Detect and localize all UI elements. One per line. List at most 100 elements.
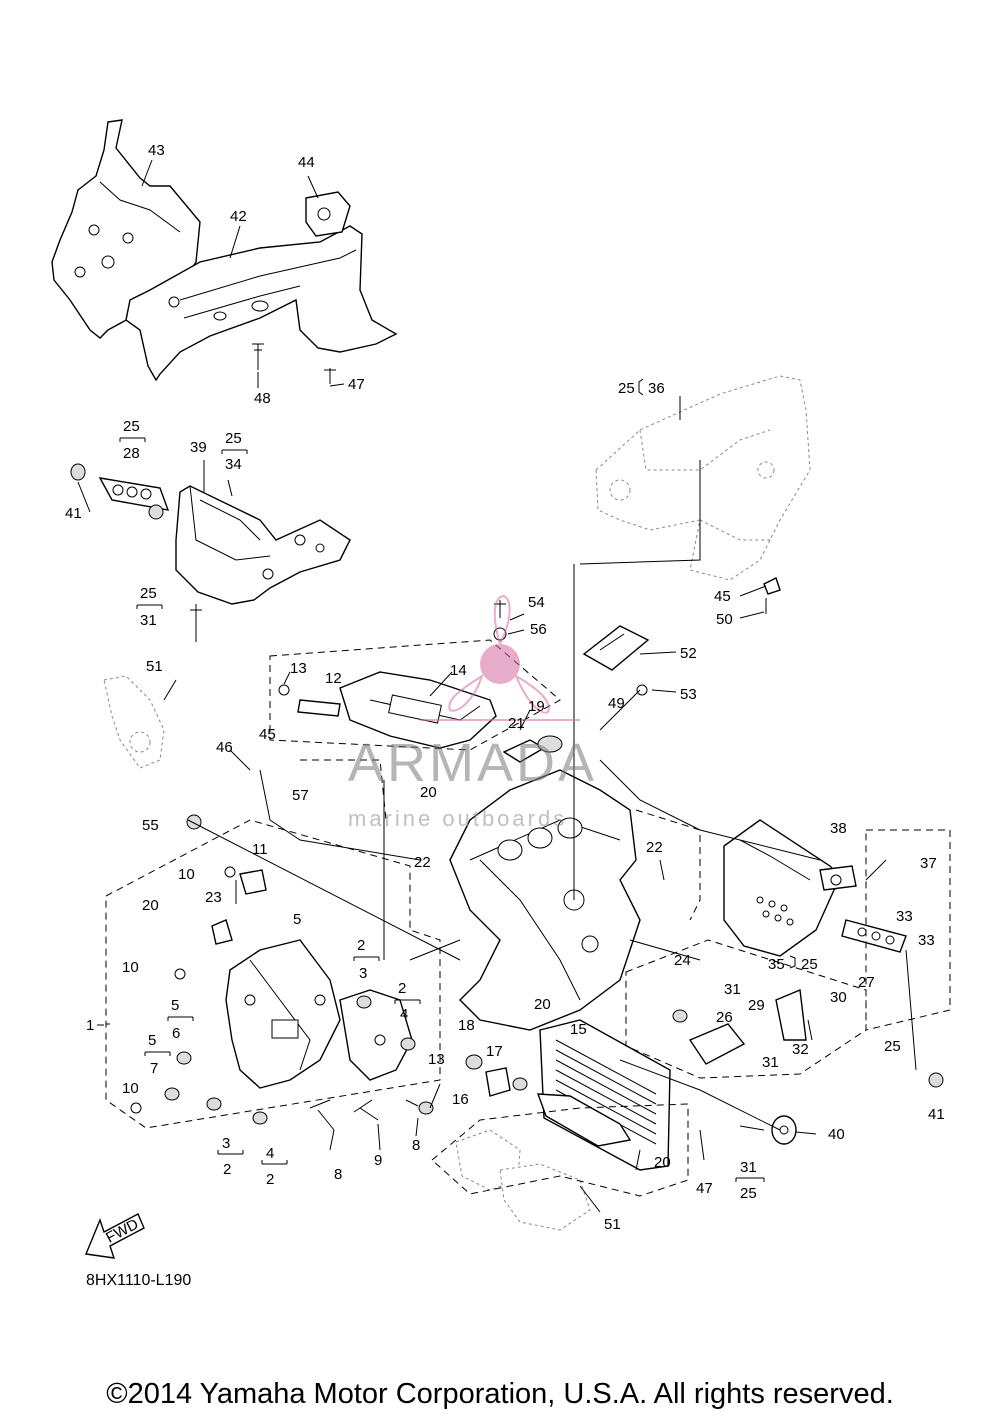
- chassis-reference-ghost: [595, 375, 811, 614]
- callout: 37: [920, 855, 937, 872]
- callout: 31: [762, 1054, 779, 1071]
- callout: 51: [604, 1216, 621, 1233]
- callout: 22: [646, 839, 663, 856]
- callout: 49: [608, 695, 625, 712]
- callout: 51: [146, 658, 163, 675]
- callout: 9: [374, 1152, 382, 1169]
- callout: 28: [123, 445, 140, 462]
- callout: 26: [716, 1009, 733, 1026]
- side-bracket-ghost: [103, 675, 177, 769]
- callout: 20: [142, 897, 159, 914]
- callout: 34: [225, 456, 242, 473]
- callout: 44: [298, 154, 315, 171]
- heat-exchanger: [465, 1019, 797, 1171]
- fwd-label: FWD: [103, 1216, 141, 1247]
- callout: 25: [801, 956, 818, 973]
- rear-skid-plate: [723, 819, 944, 1088]
- callout: 5: [171, 997, 179, 1014]
- callout-labels: 43 44 42 48 47 25 36 25 28 39 25 34 41 2…: [65, 142, 945, 1233]
- callout: 27: [858, 974, 875, 991]
- callout: 31: [724, 981, 741, 998]
- callout: 18: [458, 1017, 475, 1034]
- callout: 46: [216, 739, 233, 756]
- callout: 21: [508, 715, 525, 732]
- callout: 20: [534, 996, 551, 1013]
- callout: 53: [680, 686, 697, 703]
- callout: 10: [122, 959, 139, 976]
- callout: 25: [618, 380, 635, 397]
- callout: 2: [357, 937, 365, 954]
- callout: 17: [486, 1043, 503, 1060]
- callout: 14: [450, 662, 467, 679]
- leader-lines: [77, 159, 917, 1213]
- callout: 33: [918, 932, 935, 949]
- callout: 24: [674, 952, 691, 969]
- callout: 52: [680, 645, 697, 662]
- upper-plate-assembly: [278, 600, 650, 749]
- callout: 25: [225, 430, 242, 447]
- callout: 50: [716, 611, 733, 628]
- front-suspension-frame: [130, 814, 434, 1131]
- forward-direction-arrow: FWD: [85, 1213, 145, 1259]
- drawing-code: 8HX1110-L190: [86, 1272, 192, 1289]
- callout: 5: [148, 1032, 156, 1049]
- callout: 22: [414, 854, 431, 871]
- callout: 47: [348, 376, 365, 393]
- callout: 48: [254, 390, 271, 407]
- callout: 54: [528, 594, 545, 611]
- callout: 8: [412, 1137, 420, 1154]
- callout: 42: [230, 208, 247, 225]
- callout: 43: [148, 142, 165, 159]
- callout: 30: [830, 989, 847, 1006]
- callout: 3: [222, 1135, 230, 1152]
- callout: 2: [223, 1161, 231, 1178]
- callout: 35: [768, 956, 785, 973]
- callout: 56: [530, 621, 547, 638]
- callout: 19: [528, 698, 545, 715]
- callout: 8: [334, 1166, 342, 1183]
- callout: 13: [290, 660, 307, 677]
- callout: 11: [252, 841, 268, 858]
- callout: 40: [828, 1126, 845, 1143]
- callout: 33: [896, 908, 913, 925]
- watermark-title: ARMADA: [348, 733, 598, 793]
- copyright-notice: ©2014 Yamaha Motor Corporation, U.S.A. A…: [106, 1378, 894, 1410]
- callout: 25: [123, 418, 140, 435]
- callout: 1: [86, 1017, 94, 1034]
- callout: 39: [190, 439, 207, 456]
- callout: 41: [928, 1106, 945, 1123]
- callout: 41: [65, 505, 82, 522]
- front-frame-assembly: [51, 119, 398, 384]
- callout: 10: [178, 866, 195, 883]
- callout: 31: [740, 1159, 757, 1176]
- callout: 13: [428, 1051, 445, 1068]
- callout: 29: [748, 997, 765, 1014]
- callout: 2: [266, 1171, 274, 1188]
- watermark-propeller-logo: [420, 594, 580, 721]
- lower-bracket-ghost: [455, 1129, 591, 1231]
- callout: 6: [172, 1025, 180, 1042]
- callout: 55: [142, 817, 159, 834]
- callout: 45: [259, 726, 276, 743]
- callout: 38: [830, 820, 847, 837]
- small-brackets: [672, 988, 813, 1065]
- callout: 3: [359, 965, 367, 982]
- callout: 36: [648, 380, 665, 397]
- callout: 31: [140, 612, 157, 629]
- callout: 15: [570, 1021, 587, 1038]
- callout: 7: [150, 1060, 158, 1077]
- callout: 32: [792, 1041, 809, 1058]
- callout: 20: [654, 1154, 671, 1171]
- callout: 57: [292, 787, 309, 804]
- callout: 23: [205, 889, 222, 906]
- callout: 45: [714, 588, 731, 605]
- callout: 10: [122, 1080, 139, 1097]
- callout: 5: [293, 911, 301, 928]
- watermark-subtitle: marine outboards: [348, 806, 568, 831]
- callout: 2: [398, 980, 406, 997]
- skid-plate-assembly: [70, 463, 351, 642]
- assembly-group-outlines: [105, 639, 951, 1197]
- callout: 47: [696, 1180, 713, 1197]
- callout: 25: [740, 1185, 757, 1202]
